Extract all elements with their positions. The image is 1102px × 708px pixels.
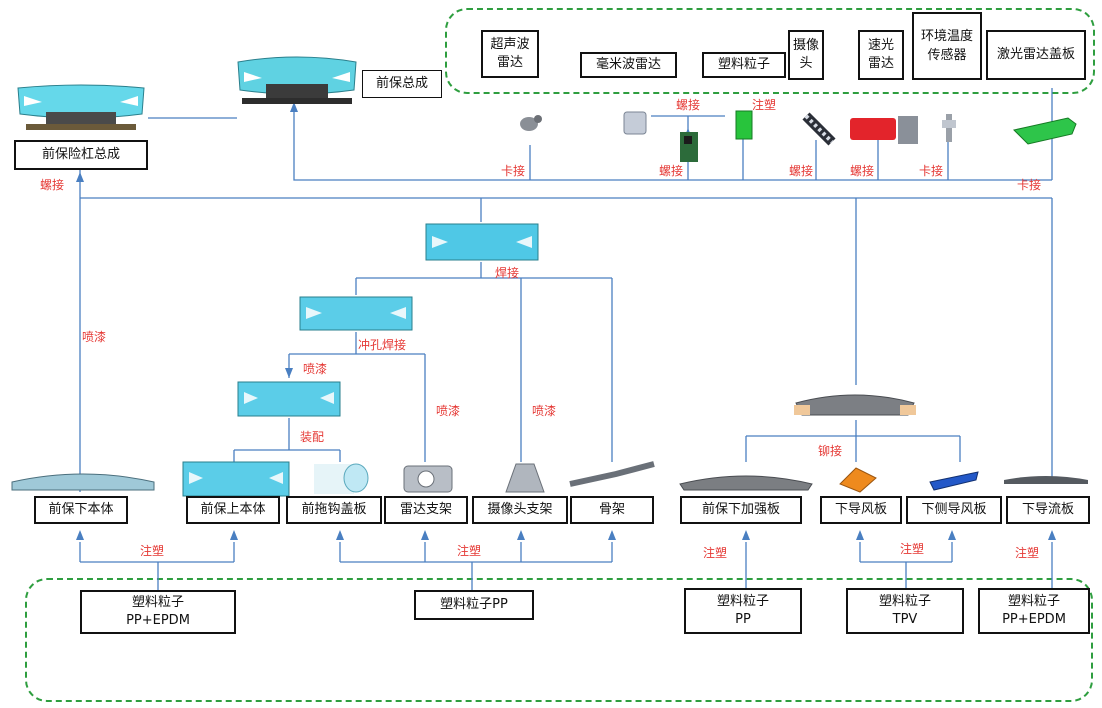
lower-deflector-image	[839, 467, 877, 493]
process-label-weld: 焊接	[495, 266, 520, 280]
tow-cover-image	[314, 463, 369, 494]
mmwave-radar-image	[623, 111, 647, 135]
process-label-clip-3: 卡接	[1017, 178, 1042, 192]
process-label-rivet: 铆接	[818, 444, 843, 458]
frame-image	[569, 461, 655, 487]
side-deflector-image	[929, 471, 979, 491]
process-label-screw-3: 螺接	[789, 164, 814, 178]
process-label-paint-1: 喷漆	[82, 330, 107, 344]
lower-body-box: 前保下本体	[34, 496, 128, 524]
process-label-paint-4: 喷漆	[532, 404, 557, 418]
process-label-inject-5: 注塑	[900, 542, 925, 556]
lower-body-image	[11, 473, 155, 491]
punched-assembly-image	[299, 296, 413, 331]
camera-image	[802, 112, 836, 146]
side-deflector-box: 下侧导风板	[906, 496, 1002, 524]
bumper-assy-box: 前保险杠总成	[14, 140, 148, 170]
process-label-inject-4: 注塑	[703, 546, 728, 560]
lower-reinforce-image	[679, 475, 813, 491]
process-label-paint-2: 喷漆	[303, 362, 328, 376]
process-label-screw-2: 螺接	[659, 164, 684, 178]
process-label-punch-weld: 冲孔焊接	[358, 338, 407, 352]
process-label-clip-1: 卡接	[501, 164, 526, 178]
lower-spoiler-image	[1004, 476, 1088, 484]
material-pp-box: 塑料粒子PP	[414, 590, 534, 620]
process-label-inject-1: 注塑	[752, 98, 777, 112]
camera-bracket-image	[505, 463, 545, 493]
speed-radar-image	[850, 116, 918, 144]
sensor-group-frame	[445, 8, 1095, 94]
ultrasonic-radar-image	[520, 115, 542, 131]
plastic-pellet-box: 塑料粒子	[702, 52, 786, 78]
process-label-paint-3: 喷漆	[436, 404, 461, 418]
radar-bracket-box: 雷达支架	[384, 496, 468, 524]
lidar-cover-box: 激光雷达盖板	[986, 30, 1086, 80]
ultrasonic-radar-box: 超声波雷达	[481, 30, 539, 78]
process-label-screw-5: 螺接	[40, 178, 65, 192]
lower-reinforce-box: 前保下加强板	[680, 496, 802, 524]
temp-sensor-image	[942, 114, 956, 142]
process-label-clip-2: 卡接	[919, 164, 944, 178]
process-label-inject-3: 注塑	[457, 544, 482, 558]
temp-sensor-box: 环境温度传感器	[912, 12, 982, 80]
camera-bracket-box: 摄像头支架	[472, 496, 568, 524]
tow-cover-box: 前拖钩盖板	[286, 496, 382, 524]
material-pp-epdm-2-box: 塑料粒子 PP+EPDM	[978, 588, 1090, 634]
painted-assembly-image	[237, 381, 341, 417]
material-pp-epdm-box: 塑料粒子 PP+EPDM	[80, 590, 236, 634]
pcb-image	[680, 132, 698, 162]
front-bumper-assy-label: 前保总成	[362, 70, 442, 98]
front-bumper-assy-image	[237, 56, 357, 104]
material-group-frame	[25, 578, 1093, 702]
upper-body-image	[182, 461, 290, 497]
mmwave-radar-box: 毫米波雷达	[580, 52, 677, 78]
process-label-assemble: 装配	[300, 430, 325, 444]
frame-box: 骨架	[570, 496, 654, 524]
camera-box: 摄像头	[788, 30, 824, 80]
process-label-screw-4: 螺接	[850, 164, 875, 178]
lower-deflector-box: 下导风板	[820, 496, 902, 524]
material-pp-2-box: 塑料粒子 PP	[684, 588, 802, 634]
material-tpv-box: 塑料粒子 TPV	[846, 588, 964, 634]
lidar-cover-image	[1013, 117, 1077, 145]
lower-spoiler-box: 下导流板	[1006, 496, 1090, 524]
plastic-pellet-part-image	[735, 110, 753, 140]
process-label-inject-6: 注塑	[1015, 546, 1040, 560]
upper-body-box: 前保上本体	[186, 496, 280, 524]
process-label-screw-1: 螺接	[676, 98, 701, 112]
radar-bracket-image	[403, 465, 453, 493]
process-label-inject-2: 注塑	[140, 544, 165, 558]
reinforcement-assy-image	[794, 394, 916, 416]
speed-radar-box: 速光雷达	[858, 30, 904, 80]
bumper-assy-image	[17, 84, 145, 130]
welded-assembly-image	[425, 223, 539, 261]
